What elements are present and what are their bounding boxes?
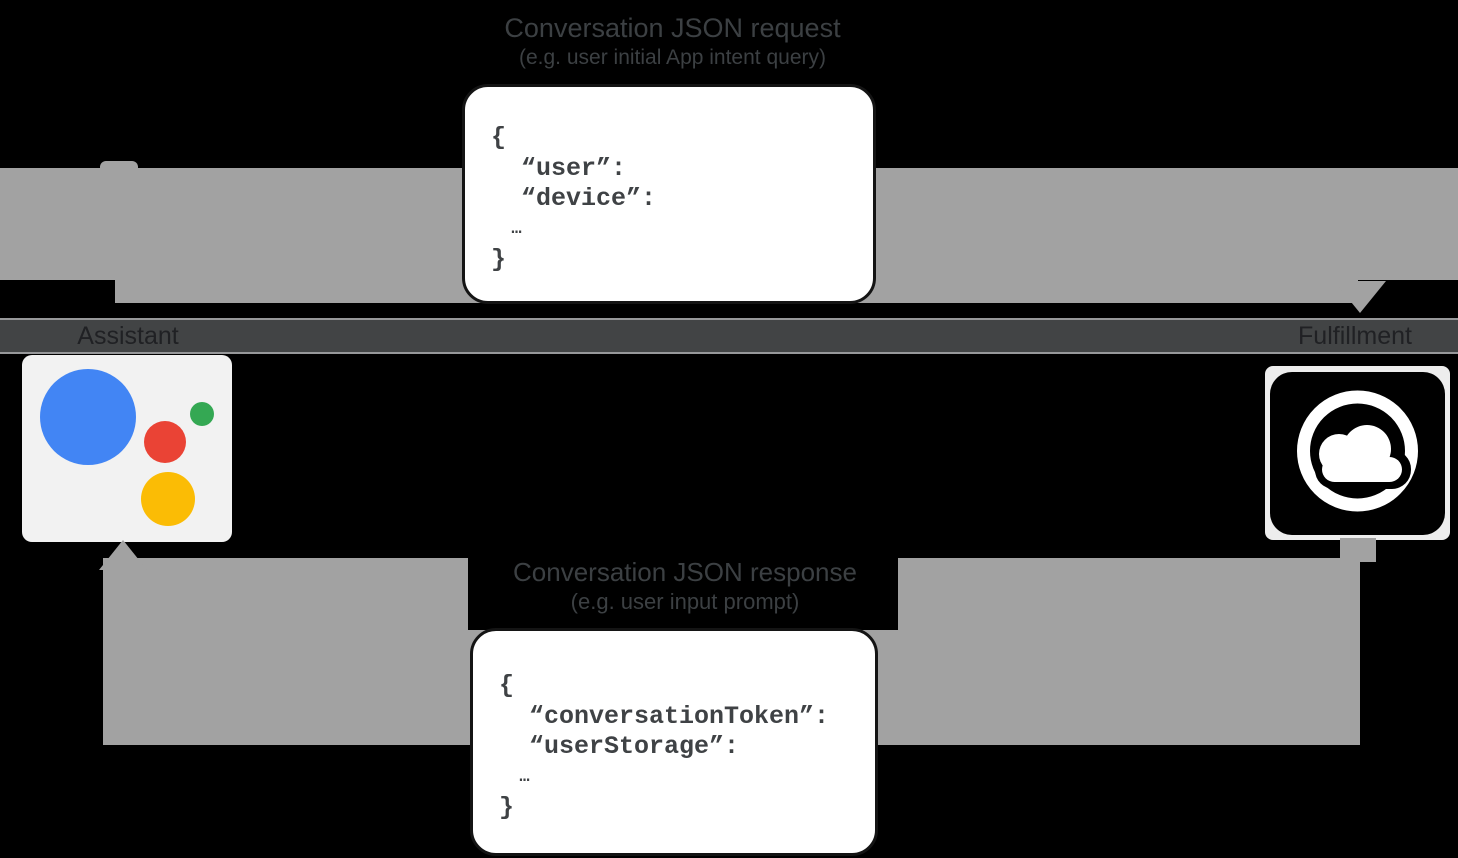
assistant-yellow-circle <box>141 472 195 526</box>
response-json-card: { “conversationToken”: “userStorage”: …} <box>470 628 878 856</box>
assistant-label: Assistant <box>77 322 179 350</box>
request-json-card: { “user”: “device”: …} <box>462 84 876 304</box>
code-line: { <box>499 671 515 700</box>
request-caption: Conversation JSON request (e.g. user ini… <box>0 12 1345 71</box>
response-caption-line1: Conversation JSON response <box>513 557 857 587</box>
actor-label-strip <box>0 318 1458 354</box>
code-line-ellipsis: … <box>491 219 522 239</box>
response-json-code: { “conversationToken”: “userStorage”: …} <box>473 671 875 824</box>
request-caption-line2: (e.g. user initial App intent query) <box>518 46 826 69</box>
code-line: “device”: <box>491 184 657 213</box>
request-json-code: { “user”: “device”: …} <box>465 123 873 276</box>
assistant-blue-circle <box>40 369 136 465</box>
code-line: “user”: <box>491 153 627 183</box>
code-line: “userStorage”: <box>499 732 740 761</box>
code-line: } <box>491 245 507 274</box>
code-line-ellipsis: … <box>499 767 530 787</box>
fulfillment-cloud-icon <box>1265 366 1450 540</box>
response-arrow-tail <box>1340 538 1376 562</box>
google-assistant-logo-icon <box>22 355 232 542</box>
request-arrow-tail <box>100 161 138 171</box>
code-line: } <box>499 793 515 822</box>
response-caption-line2: (e.g. user input prompt) <box>570 589 800 614</box>
assistant-red-circle <box>144 421 186 463</box>
cloud-icon <box>1270 372 1445 535</box>
request-caption-line1: Conversation JSON request <box>504 13 841 43</box>
code-line: { <box>491 123 507 152</box>
response-caption: Conversation JSON response (e.g. user in… <box>20 556 1350 615</box>
assistant-green-circle <box>190 402 214 426</box>
response-caption-backdrop <box>468 550 898 630</box>
fulfillment-label: Fulfillment <box>1298 322 1412 350</box>
code-line: “conversationToken”: <box>499 701 830 731</box>
